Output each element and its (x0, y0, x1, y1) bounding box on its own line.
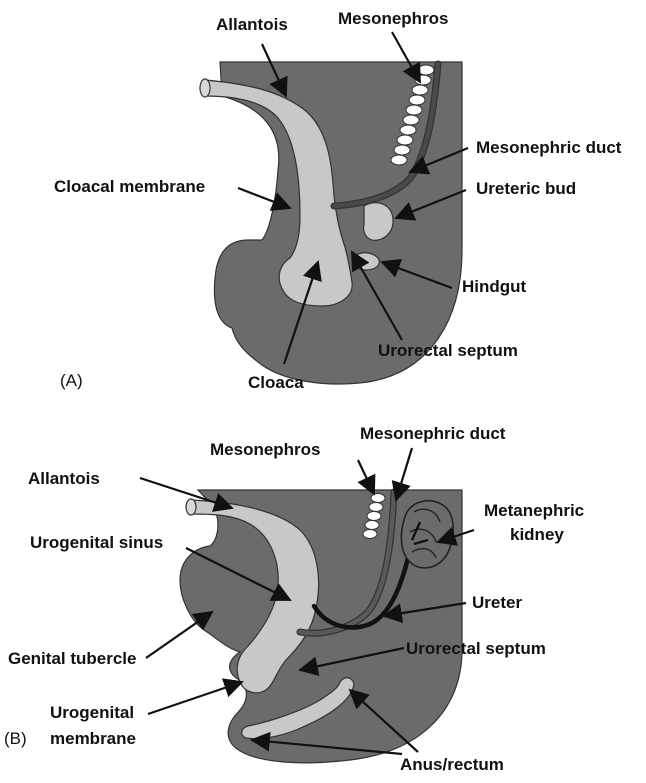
label-b-anus-rectum: Anus/rectum (400, 755, 504, 774)
label-b-metanephric-kidney-line1: Metanephric (484, 501, 584, 520)
label-a-hindgut: Hindgut (462, 277, 527, 296)
label-b-allantois: Allantois (28, 469, 100, 488)
label-b-metanephric-kidney-line2: kidney (510, 525, 564, 544)
label-a-cloaca: Cloaca (248, 373, 304, 392)
label-a-urorectal-septum: Urorectal septum (378, 341, 518, 360)
panel-b-allantois-end (186, 499, 196, 515)
label-b-genital-tubercle: Genital tubercle (8, 649, 136, 668)
label-a-allantois: Allantois (216, 15, 288, 34)
panel-b-metanephric-kidney (401, 501, 453, 568)
panel-b-tag: (B) (4, 729, 27, 748)
label-a-mesonephric-duct: Mesonephric duct (476, 138, 622, 157)
panel-a: Allantois Mesonephros Mesonephric duct C… (54, 9, 622, 392)
label-b-urorectal-septum: Urorectal septum (406, 639, 546, 658)
label-b-ureter: Ureter (472, 593, 522, 612)
label-a-cloacal-membrane: Cloacal membrane (54, 177, 205, 196)
panel-a-allantois-end (200, 79, 210, 97)
label-a-mesonephros: Mesonephros (338, 9, 449, 28)
label-b-mesonephric-duct: Mesonephric duct (360, 424, 506, 443)
panel-a-ureteric-bud (364, 203, 393, 241)
label-b-urogenital-membrane-line2: membrane (50, 729, 136, 748)
label-a-ureteric-bud: Ureteric bud (476, 179, 576, 198)
label-b-urogenital-sinus: Urogenital sinus (30, 533, 163, 552)
panel-a-tag: (A) (60, 371, 83, 390)
label-b-urogenital-membrane-line1: Urogenital (50, 703, 134, 722)
panel-b: Mesonephros Mesonephric duct Allantois M… (4, 424, 584, 774)
label-b-mesonephros: Mesonephros (210, 440, 321, 459)
